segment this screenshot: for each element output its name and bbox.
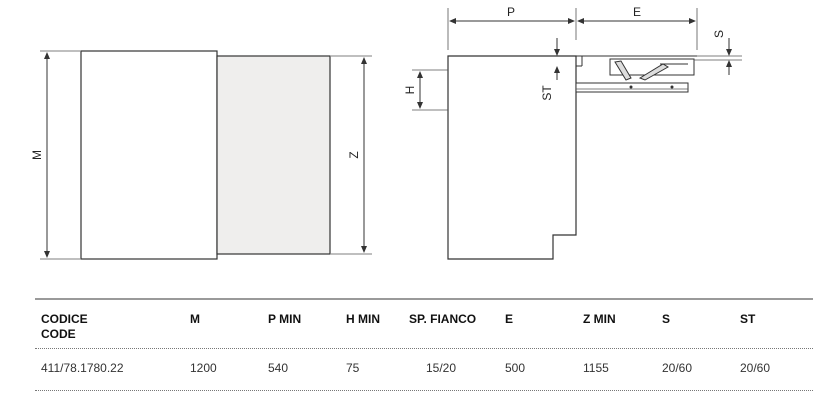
header-e-label: E [505,312,514,326]
header-codice-line1: CODICE [41,312,88,326]
table-top-rule [35,298,813,300]
dimension-e: E [577,5,698,50]
cell-s: 20/60 [662,361,693,375]
label-m: M [30,150,44,160]
dimension-h: H [403,69,448,111]
header-sp-fianco: SP. FIANCO [409,312,476,327]
cabinet-panel [80,50,218,260]
label-st: ST [540,85,554,101]
cell-codice: 411/78.1780.22 [41,361,124,375]
label-e: E [633,5,641,19]
header-e: E [505,312,513,327]
label-p: P [507,5,515,19]
cell-z-min: 1155 [583,361,609,375]
front-view: M Z [30,50,372,260]
cell-sp-fianco: 15/20 [426,361,457,375]
cell-e: 500 [505,361,526,375]
side-view: P E S ST [403,5,742,260]
header-st-label: ST [740,312,756,326]
dimension-m: M [30,50,80,260]
runner-mechanism [575,55,697,93]
header-p-min-label: P MIN [268,312,302,326]
header-z-min: Z MIN [583,312,616,327]
header-st: ST [740,312,755,327]
header-sp-fianco-label: SP. FIANCO [409,312,477,326]
header-s-label: S [662,312,671,326]
technical-drawing: M Z [30,5,742,260]
header-h-min-label: H MIN [346,312,380,326]
table-header-rule [35,348,813,349]
label-h: H [403,86,417,95]
header-m: M [190,312,200,327]
side-panel [447,55,577,260]
dimension-z: Z [331,55,372,255]
header-codice-line2: CODE [41,327,76,341]
dimension-p: P [447,5,577,50]
cell-p-min: 540 [268,361,289,375]
header-s: S [662,312,670,327]
dimension-st: ST [540,38,560,101]
header-h-min: H MIN [346,312,380,327]
table-bottom-rule [35,390,813,391]
shelf-panel [216,55,331,255]
label-s: S [712,30,726,38]
header-p-min: P MIN [268,312,301,327]
cell-h-min: 75 [346,361,360,375]
header-m-label: M [190,312,200,326]
dimension-s: S [694,30,742,75]
cell-st: 20/60 [740,361,771,375]
cell-m: 1200 [190,361,217,375]
header-z-min-label: Z MIN [583,312,616,326]
header-codice: CODICE CODE [41,312,88,342]
label-z: Z [347,151,361,158]
